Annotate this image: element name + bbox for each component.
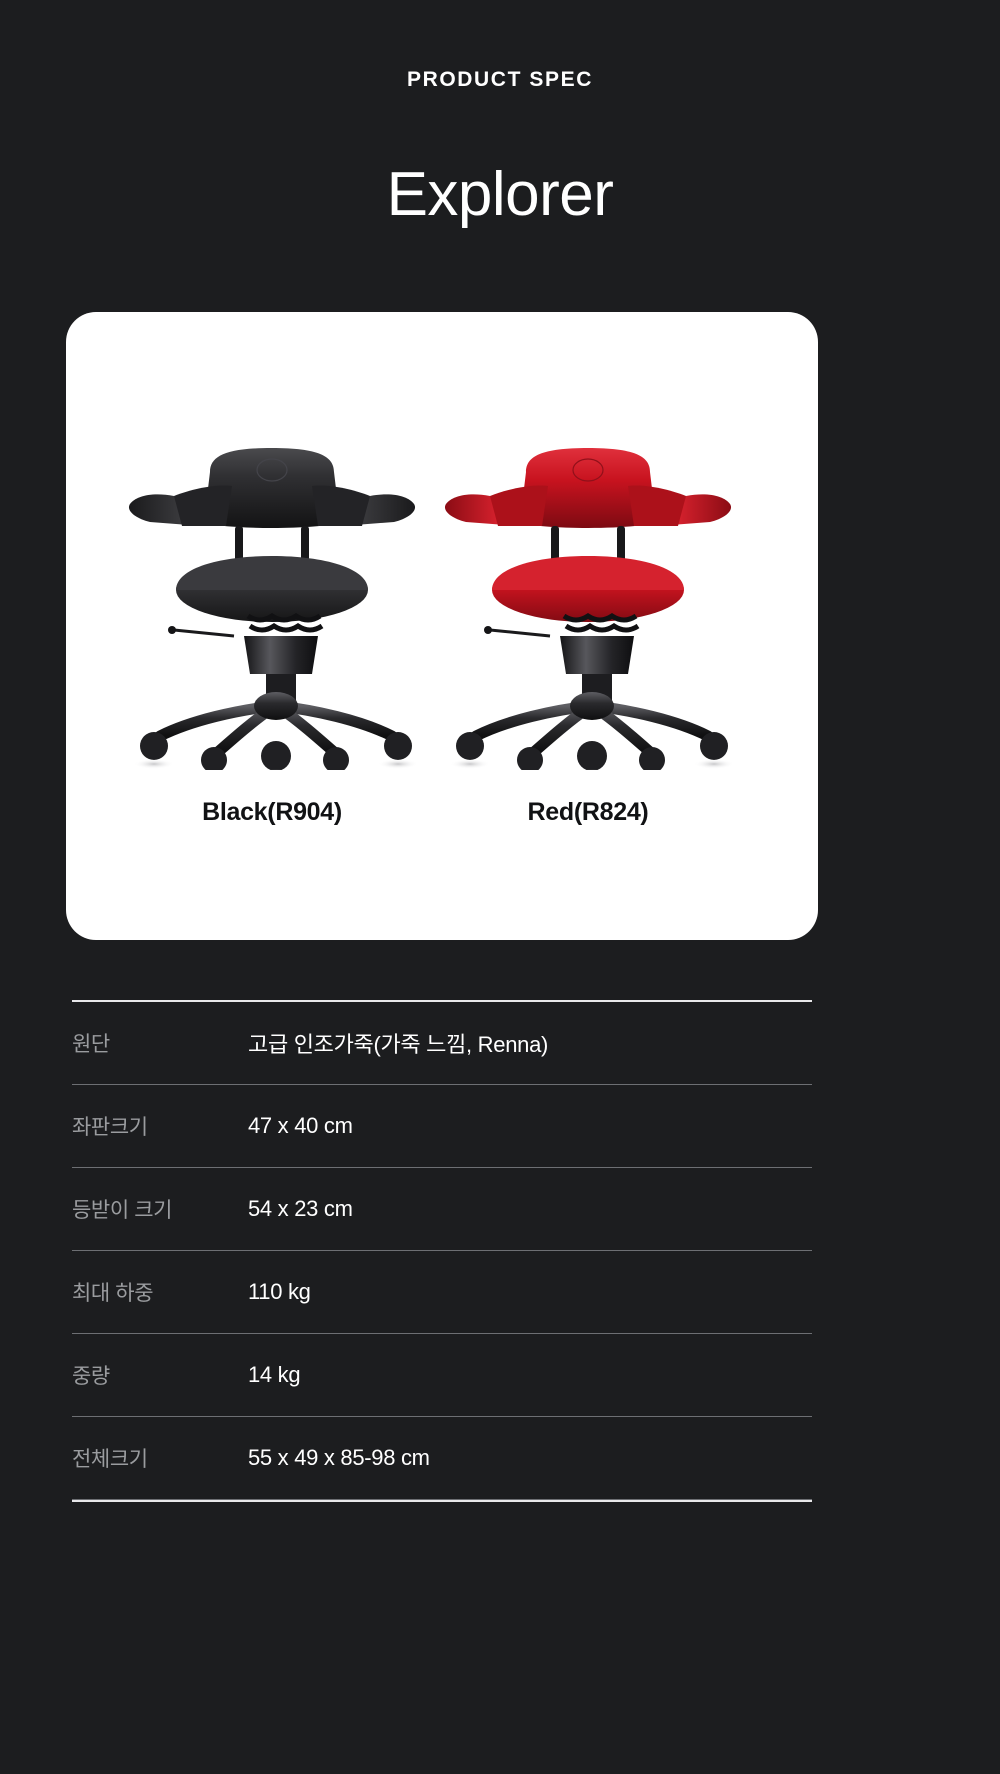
- page-title: Explorer: [386, 160, 614, 229]
- spec-label: 중량: [72, 1365, 110, 1388]
- chair-variant-row: Black(R904): [66, 312, 818, 940]
- spec-table: 원단 고급 인조가죽(가죽 느낌, Renna) 좌판크기 47 x 40 cm…: [72, 1000, 812, 1502]
- spec-value: 54 x 23 cm: [248, 1196, 353, 1221]
- spec-label: 원단: [72, 1033, 110, 1056]
- table-row: 좌판크기 47 x 40 cm: [72, 1085, 812, 1168]
- table-row: 중량 14 kg: [72, 1334, 812, 1417]
- table-row: 최대 하중 110 kg: [72, 1251, 812, 1334]
- spec-value: 14 kg: [248, 1362, 301, 1387]
- spec-table-bottom-rule: [72, 1500, 812, 1502]
- spec-label: 좌판크기: [72, 1116, 148, 1139]
- color-label-black: Black(R904): [202, 798, 342, 826]
- spec-table-top-rule: [72, 1000, 812, 1002]
- product-image-card: Black(R904): [66, 312, 818, 940]
- chair-illustration-red: [444, 448, 734, 770]
- chair-variant-black[interactable]: Black(R904): [122, 430, 422, 880]
- page-eyebrow: PRODUCT SPEC: [406, 68, 594, 91]
- chair-variant-red[interactable]: Red(R824): [438, 430, 738, 880]
- chair-illustration-black: [128, 448, 418, 770]
- spec-label: 전체크기: [72, 1448, 148, 1471]
- spec-value: 110 kg: [248, 1279, 311, 1304]
- spec-value: 고급 인조가죽(가죽 느낌, Renna): [248, 1032, 549, 1057]
- table-row: 등받이 크기 54 x 23 cm: [72, 1168, 812, 1251]
- spec-label: 최대 하중: [72, 1282, 154, 1305]
- spec-value: 55 x 49 x 85-98 cm: [248, 1445, 430, 1470]
- color-label-red: Red(R824): [527, 798, 649, 826]
- table-row: 원단 고급 인조가죽(가죽 느낌, Renna): [72, 1002, 812, 1085]
- spec-value: 47 x 40 cm: [248, 1113, 353, 1138]
- spec-label: 등받이 크기: [72, 1199, 173, 1222]
- table-row: 전체크기 55 x 49 x 85-98 cm: [72, 1417, 812, 1500]
